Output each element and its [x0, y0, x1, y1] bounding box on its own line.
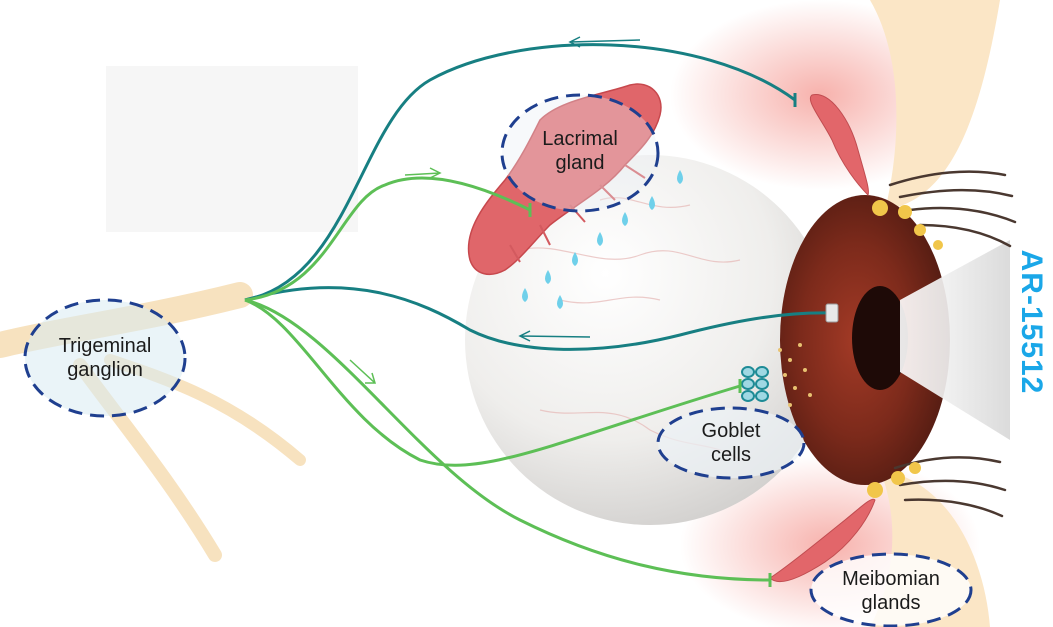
drug-label: AR-15512 [1015, 250, 1048, 395]
meibomian-label-outline [811, 554, 971, 626]
trigeminal-label-line2: ganglion [67, 359, 143, 381]
lacrimal-label-line1: Lacrimal [542, 128, 618, 150]
meibomian-label-line2: glands [862, 592, 921, 614]
green-arrow-goblet [350, 360, 375, 383]
goblet-label-line2: cells [711, 444, 751, 466]
goblet-label-line1: Goblet [702, 420, 761, 442]
green-arrow-lacrimal [405, 168, 440, 178]
pupil [852, 286, 908, 390]
trigeminal-label-line1: Trigeminal [59, 335, 152, 357]
cornea-receptor [826, 304, 838, 322]
blank-panel [106, 66, 358, 232]
goblet-label-outline [658, 408, 804, 478]
lacrimal-label-line2: gland [556, 152, 605, 174]
meibomian-label-line1: Meibomian [842, 568, 940, 590]
trigeminal-label-outline [25, 300, 185, 416]
